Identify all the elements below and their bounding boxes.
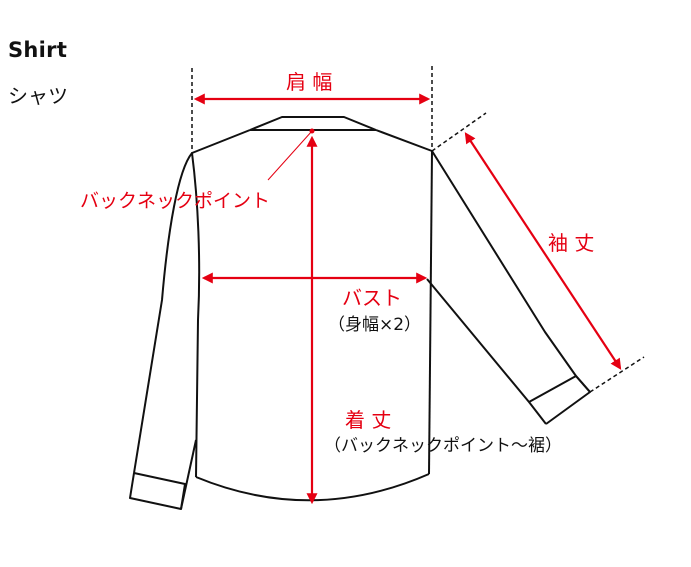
measurement-arrows [193,93,622,505]
right-cuff [528,375,591,425]
right-sleeve-outer [431,150,591,393]
body-length-note: （バックネックポイント～裾） [324,436,562,456]
right-shoulder [375,129,433,152]
back-neck-pointer [267,130,313,181]
bust-note: （身幅×2） [328,315,422,335]
left-shoulder [191,129,251,154]
title-english: Shirt [8,38,68,62]
sleeve-length-label: 袖 丈 [548,231,595,255]
right-body-side [428,150,433,475]
back-neck-point-label: バックネックポイント [80,190,271,212]
body-length-label: 着 丈 [345,408,392,432]
guide-lines [191,66,645,393]
left-sleeve-outer [133,152,193,474]
shoulder-width-label: 肩 幅 [286,70,333,94]
back-neck-point-dot [309,128,315,134]
left-body-side [191,152,201,478]
title-japanese: シャツ [8,84,68,108]
bust-label: バスト [342,286,402,310]
left-cuff [129,472,186,510]
sleeve-length-arrow [464,132,622,370]
collar-top [249,116,377,131]
right-sleeve-inner [426,278,547,425]
